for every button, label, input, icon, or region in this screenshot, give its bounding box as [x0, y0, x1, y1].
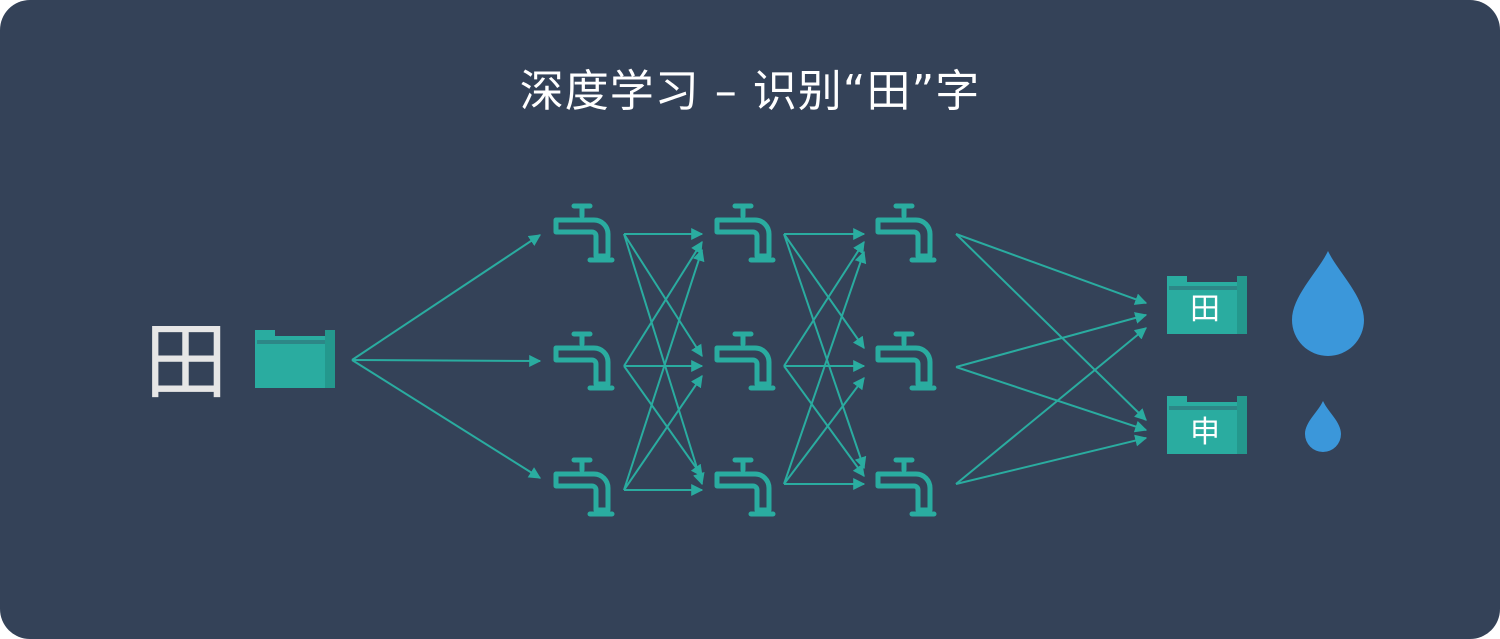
layer1-layer2-connections: [623, 228, 705, 496]
water-faucet-icon: [717, 206, 773, 260]
water-drop-icon: [1305, 401, 1341, 452]
output-tank-1: 田: [1167, 276, 1247, 334]
water-faucet-icon: [717, 460, 773, 514]
page-title: 深度学习 – 识别“田”字: [519, 66, 981, 117]
water-faucet-icon: [878, 460, 934, 514]
water-faucet-icon: [556, 334, 612, 388]
layer-2: [717, 206, 773, 514]
water-faucet-icon: [556, 206, 612, 260]
layer-1: [556, 206, 612, 514]
layer-3: [878, 206, 934, 514]
output-tank-2: 申: [1167, 396, 1247, 454]
water-faucet-icon: [556, 460, 612, 514]
input-character: 田: [144, 313, 229, 411]
water-faucet-icon: [717, 334, 773, 388]
output-connections: [955, 233, 1148, 485]
water-faucet-icon: [878, 206, 934, 260]
input-connections: [351, 234, 542, 479]
output-label-2: 申: [1190, 415, 1220, 450]
output-label-1: 田: [1190, 292, 1220, 327]
water-faucet-icon: [878, 334, 934, 388]
layer2-layer3-connections: [783, 228, 867, 490]
water-drop-icon: [1292, 251, 1364, 356]
input-tank-icon: [255, 330, 335, 388]
